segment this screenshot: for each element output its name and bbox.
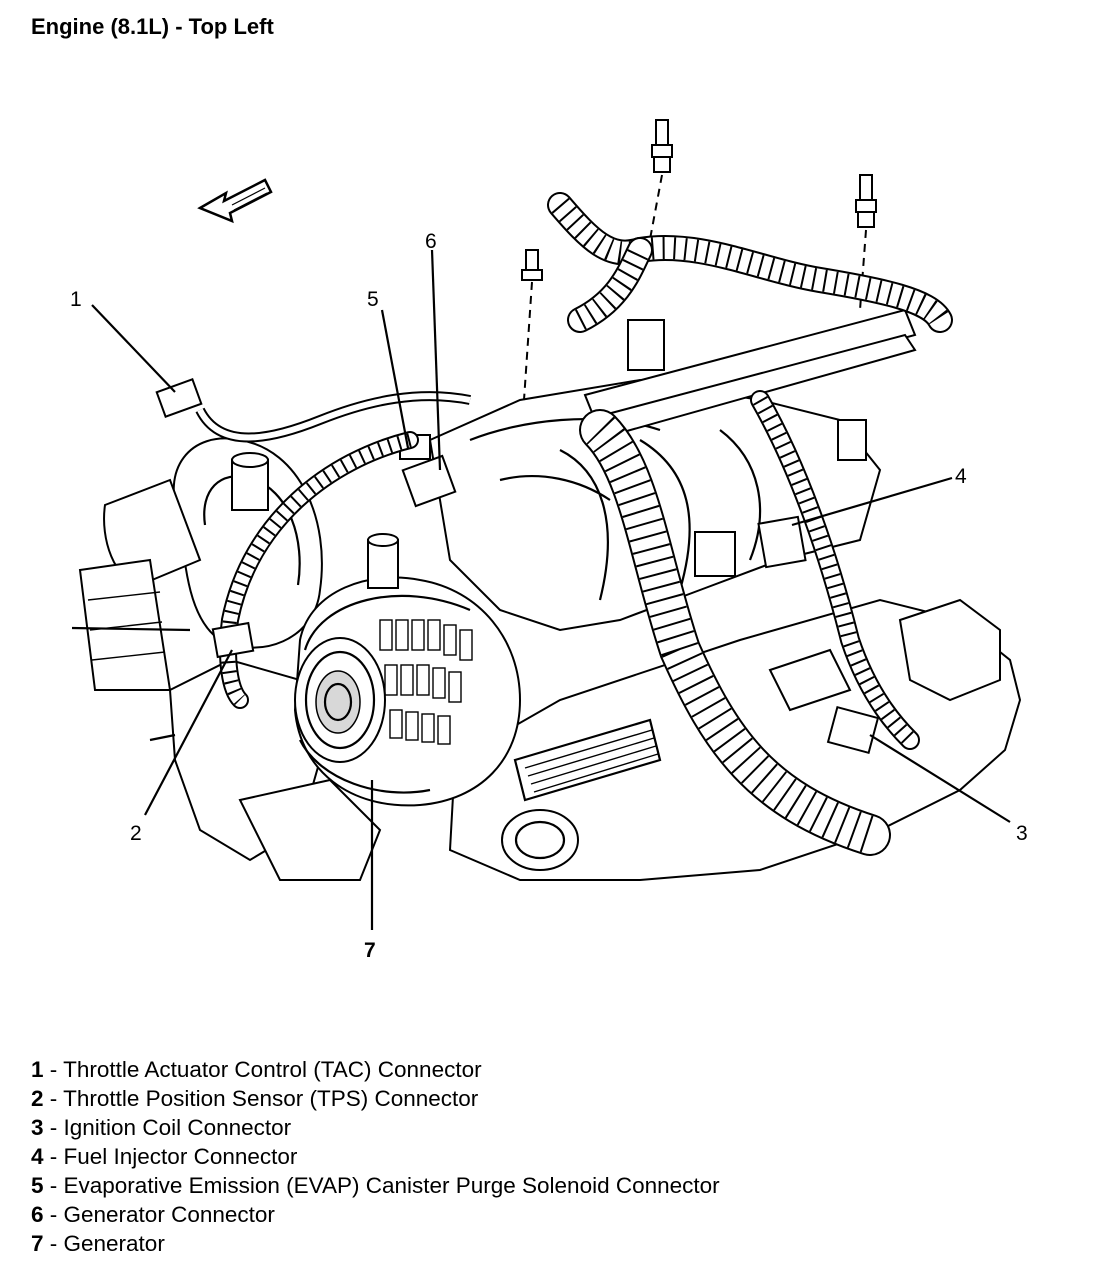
valve-cover: [513, 718, 662, 802]
front-direction-arrow-icon: [197, 178, 273, 224]
legend-text: - Ignition Coil Connector: [43, 1115, 292, 1140]
legend-number: 5: [31, 1173, 44, 1198]
callout-6: 6: [425, 230, 437, 253]
legend-item: 4 - Fuel Injector Connector: [31, 1142, 720, 1171]
legend-number: 2: [31, 1086, 44, 1111]
page-title: Engine (8.1L) - Top Left: [31, 14, 274, 39]
leader-lines: [91, 249, 1011, 930]
legend-number: 7: [31, 1231, 44, 1256]
tps-connector: [211, 621, 255, 659]
callout-2: 2: [130, 822, 142, 845]
legend-item: 5 - Evaporative Emission (EVAP) Canister…: [31, 1171, 720, 1200]
fuel-injector-connector: [694, 515, 807, 577]
callout-5: 5: [367, 288, 379, 311]
callout-4: 4: [955, 465, 967, 488]
engine-assembly: [71, 119, 1022, 881]
legend-item: 6 - Generator Connector: [31, 1200, 720, 1229]
wiring-harness: [195, 192, 953, 856]
legend-text: - Generator Connector: [43, 1202, 275, 1227]
callout-3: 3: [1016, 822, 1028, 845]
legend-number: 3: [31, 1115, 44, 1140]
legend-number: 4: [31, 1144, 44, 1169]
component-legend: 1 - Throttle Actuator Control (TAC) Conn…: [31, 1055, 720, 1258]
engine-illustration: 1 2 3 4 5 6 7: [70, 119, 1028, 962]
legend-text: - Throttle Position Sensor (TPS) Connect…: [43, 1086, 479, 1111]
legend-number: 6: [31, 1202, 44, 1227]
tac-connector: [155, 378, 203, 418]
legend-text: - Generator: [43, 1231, 165, 1256]
ignition-coil-connector: [768, 598, 1001, 755]
legend-item: 2 - Throttle Position Sensor (TPS) Conne…: [31, 1084, 720, 1113]
legend-number: 1: [31, 1057, 44, 1082]
callout-1: 1: [70, 288, 82, 311]
legend-text: - Throttle Actuator Control (TAC) Connec…: [43, 1057, 482, 1082]
legend-text: - Fuel Injector Connector: [43, 1144, 298, 1169]
legend-text: - Evaporative Emission (EVAP) Canister P…: [43, 1173, 720, 1198]
generator: [293, 576, 522, 807]
legend-item: 3 - Ignition Coil Connector: [31, 1113, 720, 1142]
evap-purge-solenoid-connector: [367, 533, 399, 589]
legend-item: 1 - Throttle Actuator Control (TAC) Conn…: [31, 1055, 720, 1084]
callout-7: 7: [364, 939, 376, 962]
legend-item: 7 - Generator: [31, 1229, 720, 1258]
